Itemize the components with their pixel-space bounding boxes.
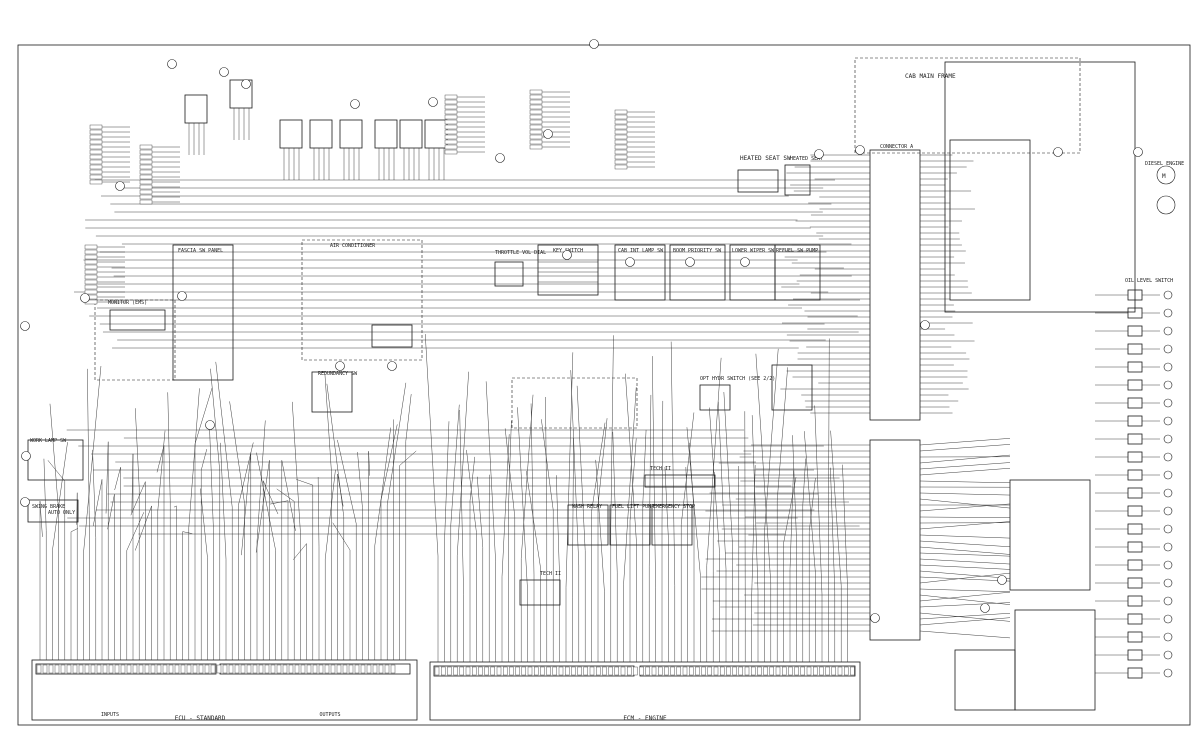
callout-bubble	[21, 322, 30, 331]
callout-bubble	[242, 80, 251, 89]
auto-only-label: AUTO ONLY	[48, 510, 75, 516]
tech-ii-label: TECH II	[650, 466, 671, 472]
redundancy-sw-label: REDUNDANCY SW	[318, 371, 358, 377]
callout-bubble	[429, 98, 438, 107]
connector-a-label: CONNECTOR A	[880, 144, 913, 150]
throttle-label: THROTTLE VOL DIAL	[495, 250, 546, 256]
callout-bubble	[206, 421, 215, 430]
callout-bubble	[998, 576, 1007, 585]
outputs-label: OUTPUTS	[319, 712, 340, 718]
callout-bubble	[220, 68, 229, 77]
callout-bubble	[921, 321, 930, 330]
callout-bubble	[178, 292, 187, 301]
callout-bubble	[981, 604, 990, 613]
boom-priority-label: BOOM PRIORITY SW	[673, 248, 722, 254]
callout-bubble	[168, 60, 177, 69]
callout-bubble	[1054, 148, 1063, 157]
callout-bubble	[116, 182, 125, 191]
ecu-standard-label: ECU - STANDARD	[175, 715, 226, 722]
callout-bubble	[388, 362, 397, 371]
cab-int-lamp-label: CAB INT LAMP SW	[618, 248, 664, 254]
callout-bubble	[81, 294, 90, 303]
monitor-label: MONITOR (EMS)	[108, 300, 147, 306]
cab-main-frame-label: CAB MAIN FRAME	[905, 73, 956, 80]
callout-bubble	[496, 154, 505, 163]
svg-text:M: M	[1162, 173, 1166, 180]
callout-bubble	[336, 362, 345, 371]
callout-bubble	[856, 146, 865, 155]
emergency-stop-label: EMERGENCY STOP	[653, 504, 695, 510]
callout-bubble	[626, 258, 635, 267]
callout-bubble	[871, 614, 880, 623]
fascia-panel-label: FASCIA SW PANEL	[178, 248, 223, 254]
callout-bubble	[1134, 148, 1143, 157]
heated-seat-sw-label: HEATED SEAT SW	[740, 155, 791, 162]
callout-bubble	[563, 251, 572, 260]
inputs-label: INPUTS	[101, 712, 119, 718]
callout-bubble	[544, 130, 553, 139]
lower-wiper-label: LOWER WIPER SW	[732, 248, 775, 254]
callout-bubble	[815, 150, 824, 159]
fuel-lift-pump-label: FUEL LIFT PUMP	[612, 504, 654, 510]
tech-iii-label: TECH II	[540, 571, 561, 577]
work-lamp-label: WORK LAMP SW	[30, 438, 67, 444]
ecm-engine-label: ECM - ENGINE	[623, 715, 667, 722]
callout-bubble	[686, 258, 695, 267]
callout-bubble	[351, 100, 360, 109]
callout-bubble	[741, 258, 750, 267]
callout-bubble	[22, 452, 31, 461]
callout-bubble	[21, 498, 30, 507]
callout-bubble	[590, 40, 599, 49]
oil-level-switch-label: OIL LEVEL SWITCH	[1125, 278, 1173, 284]
opt-hydr-label: OPT HYDR SWITCH (SEE 2/2)	[700, 376, 775, 382]
